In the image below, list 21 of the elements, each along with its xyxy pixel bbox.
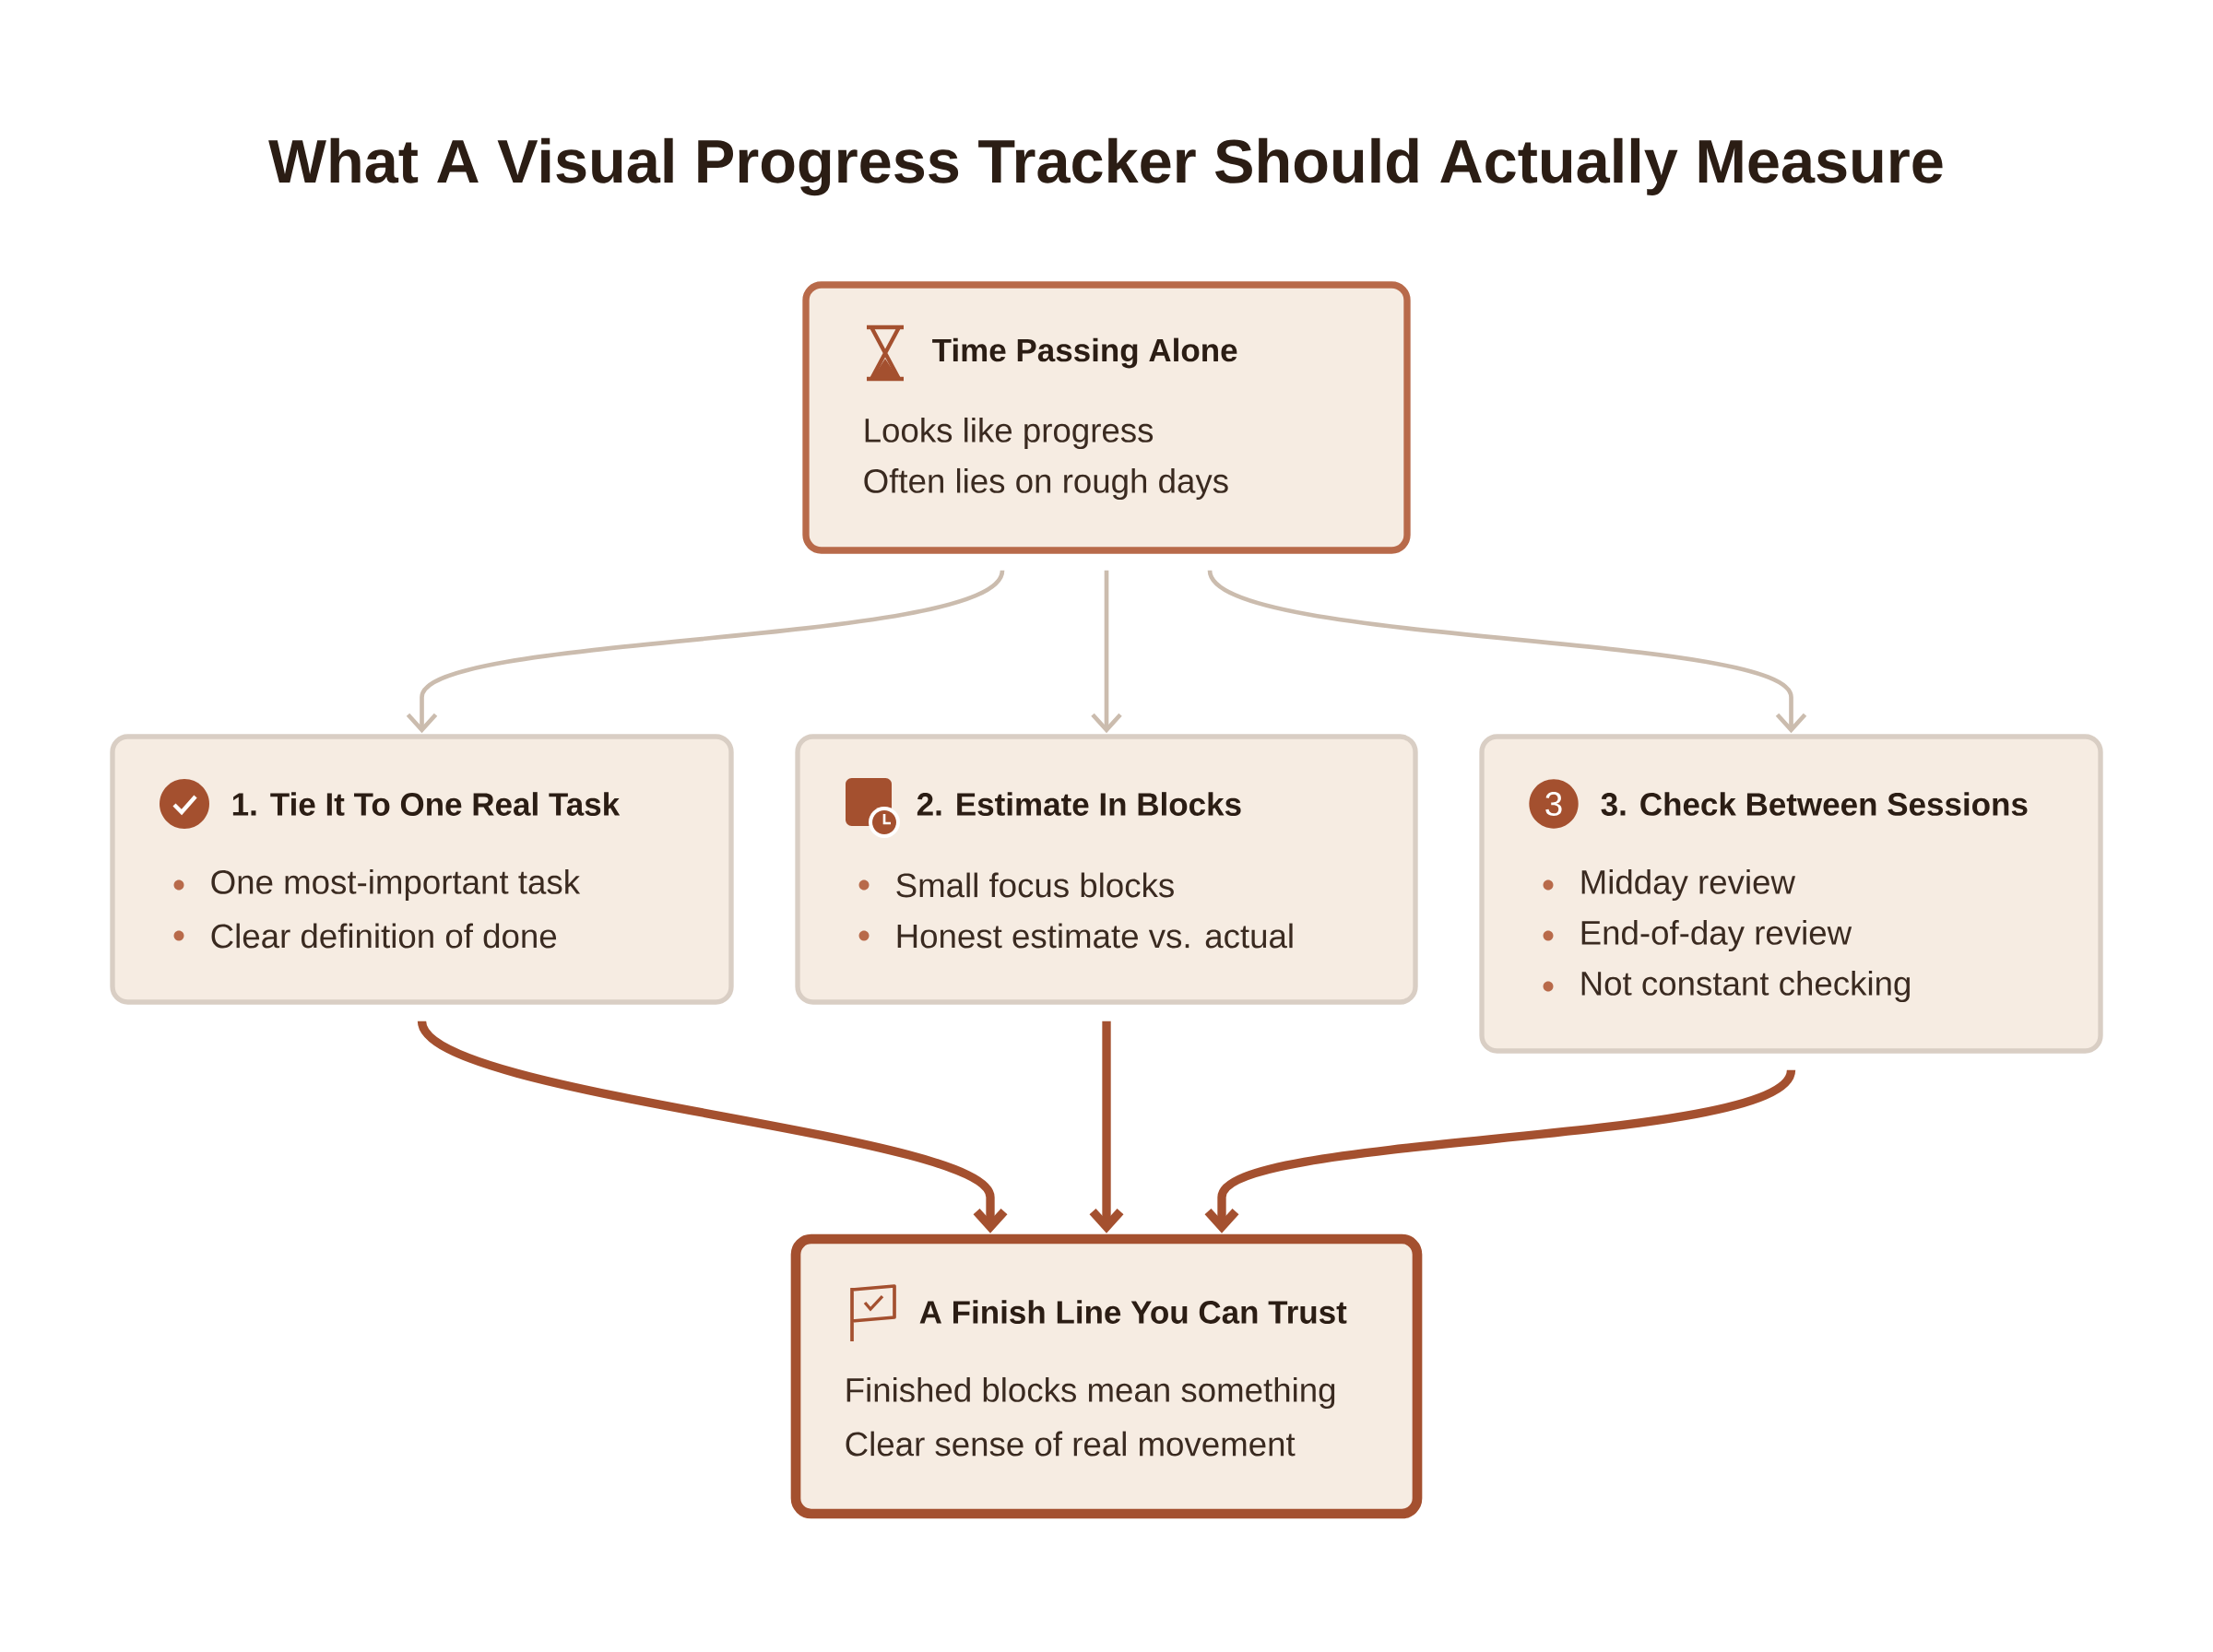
- arrow: [1208, 569, 1807, 734]
- card-heading: Time Passing Alone: [932, 337, 1237, 369]
- number-badge: 3: [1529, 779, 1579, 829]
- bullet-item: Midday review: [1543, 868, 1795, 902]
- arrow: [406, 569, 1004, 734]
- bullet-item: One most-important task: [173, 868, 581, 902]
- bullet-item: Honest estimate vs. actual: [858, 923, 1293, 949]
- body-text: Looks like progress: [865, 417, 1154, 450]
- card-heading: 3. Check Between Sessions: [1601, 792, 2028, 816]
- card-heading: 1. Tie It To One Real Task: [232, 792, 621, 816]
- card-heading: 2. Estimate In Blocks: [917, 792, 1241, 816]
- arrow: [1204, 1068, 1795, 1233]
- arrow: [1091, 570, 1122, 734]
- bullet-item: Small focus blocks: [858, 872, 1174, 898]
- bullet-item: End-of-day review: [1543, 919, 1852, 952]
- arrow: [1089, 1021, 1124, 1233]
- bullet-item: Not constant checking: [1543, 970, 1910, 1003]
- arrow: [418, 1019, 1008, 1233]
- bullet-item: Clear definition of done: [173, 923, 557, 949]
- title: What A Visual Progress Tracker Should Actually Measure: [268, 137, 1943, 196]
- body-text: Often lies on rough days: [864, 467, 1228, 501]
